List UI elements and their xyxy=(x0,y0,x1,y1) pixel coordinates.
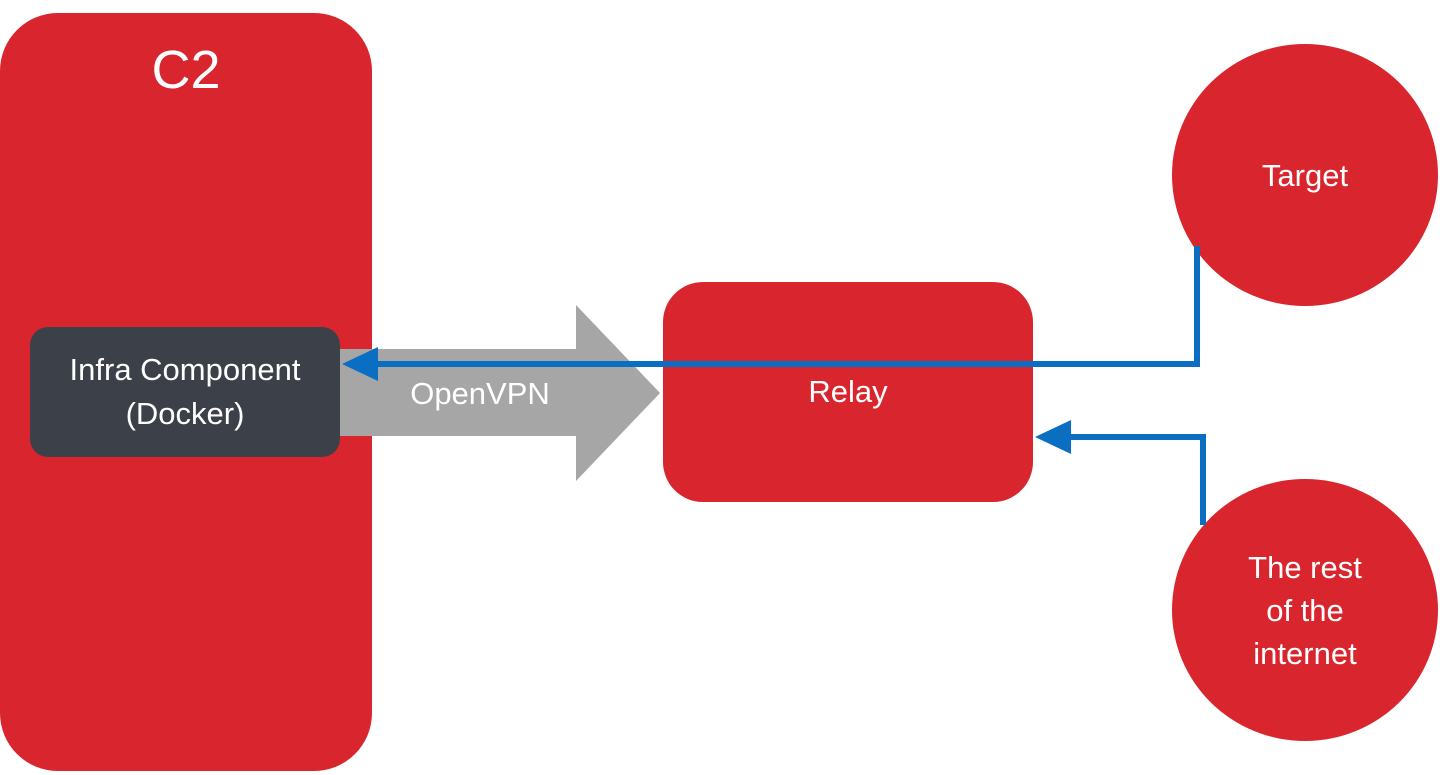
internet-label-line3: internet xyxy=(1253,635,1357,671)
internet-to-relay-arrowhead xyxy=(1035,420,1071,454)
target-to-infra-flow-line xyxy=(376,246,1200,367)
openvpn-tunnel-arrow xyxy=(340,305,660,481)
infra-component-sublabel: (Docker) xyxy=(125,396,245,431)
target-to-infra-arrowhead xyxy=(342,347,378,381)
infra-component-box: Infra Component (Docker) xyxy=(30,327,340,457)
relay-label: Relay xyxy=(808,374,888,409)
internet-label-line2: of the xyxy=(1266,592,1344,628)
target-label: Target xyxy=(1261,157,1349,193)
internet-node: The rest of the internet xyxy=(1172,479,1438,741)
internet-label-line1: The rest xyxy=(1248,549,1362,585)
infra-component-label: Infra Component xyxy=(69,352,301,387)
relay-box xyxy=(663,282,1033,502)
target-node: Target xyxy=(1172,44,1438,306)
openvpn-label: OpenVPN xyxy=(410,376,550,411)
c2-title: C2 xyxy=(151,40,221,100)
internet-to-relay-flow-line xyxy=(1068,434,1206,525)
